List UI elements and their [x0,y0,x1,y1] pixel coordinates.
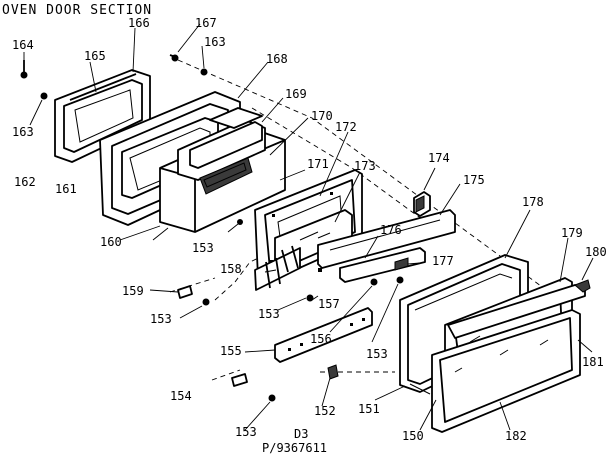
leader-lines [23,23,594,431]
callout-154: 154 [170,389,192,403]
callout-158: 158 [220,262,242,276]
diagram-title: OVEN DOOR SECTION [2,3,152,18]
hinge-plate-155 [274,307,373,363]
callout-163-upper: 163 [204,35,226,49]
channel-177 [339,247,426,283]
callout-175: 175 [463,173,485,187]
callout-153-mid: 153 [192,241,214,255]
callout-170: 170 [311,109,333,123]
callout-181: 181 [582,355,604,369]
callout-173: 173 [354,159,376,173]
callout-162: 162 [14,175,36,189]
callout-174: 174 [428,151,450,165]
callout-153-center: 153 [258,307,280,321]
callout-151: 151 [358,402,380,416]
callout-166: 166 [128,16,150,30]
callout-153-right: 153 [366,347,388,361]
insulation-pack [159,107,286,233]
callout-161: 161 [55,182,77,196]
callout-182: 182 [505,429,527,443]
callout-155: 155 [220,344,242,358]
callout-164: 164 [12,38,34,52]
callout-171: 171 [307,157,329,171]
callout-163-left: 163 [12,125,34,139]
callout-160: 160 [100,235,122,249]
outer-door-glass [431,309,581,433]
callout-150: 150 [402,429,424,443]
hardware [20,54,404,402]
callout-180: 180 [585,245,607,259]
inner-door-liner [54,69,151,163]
callout-169: 169 [285,87,307,101]
callout-152: 152 [314,404,336,418]
callout-157: 157 [318,297,340,311]
callout-156: 156 [310,332,332,346]
callout-167: 167 [195,16,217,30]
callout-178: 178 [522,195,544,209]
callout-159: 159 [122,284,144,298]
callout-153-left: 153 [150,312,172,326]
heat-shield-175 [317,209,456,269]
callout-177: 177 [432,254,454,268]
callout-165: 165 [84,49,106,63]
callout-179: 179 [561,226,583,240]
clip-174 [413,191,431,217]
callout-168: 168 [266,52,288,66]
callout-labels: 164 165 166 167 163 168 163 169 170 172 … [12,16,607,443]
diagram-code: D3 [294,427,308,441]
callout-153-bottom: 153 [235,425,257,439]
part-number: P/9367611 [262,441,327,455]
callout-172: 172 [335,120,357,134]
callout-176: 176 [380,223,402,237]
